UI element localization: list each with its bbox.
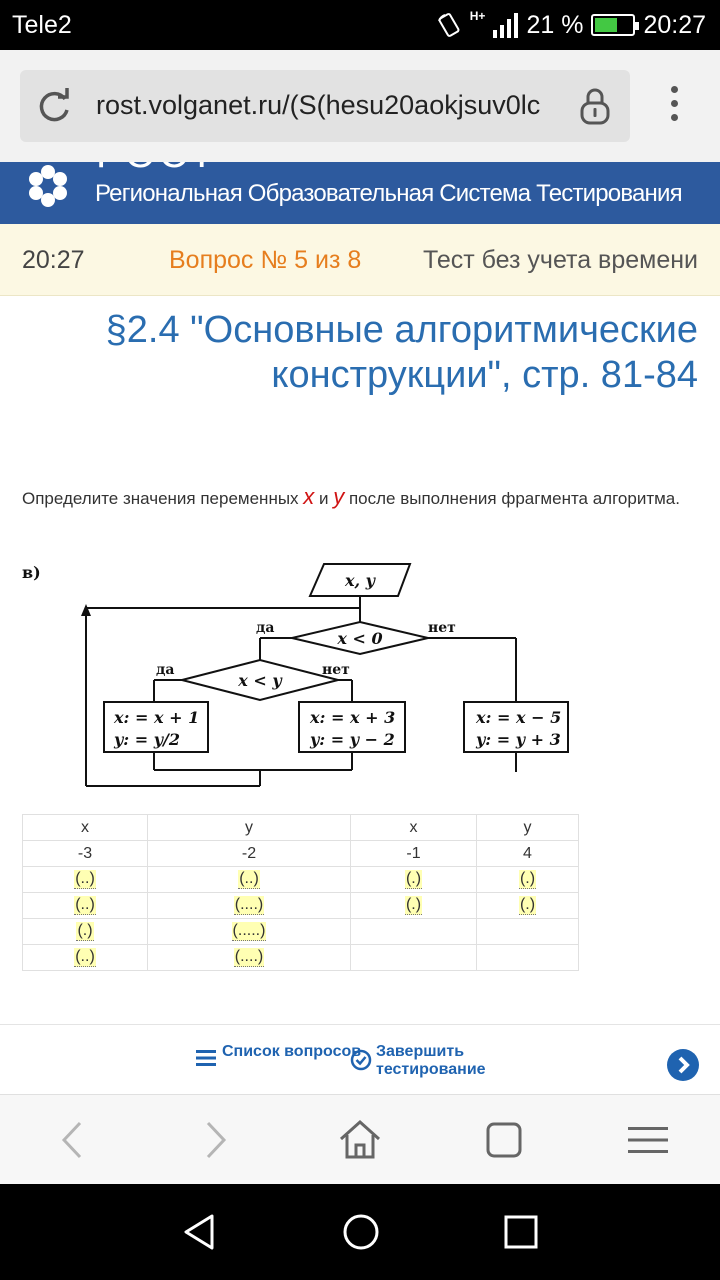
- system-recents-icon[interactable]: [501, 1212, 541, 1252]
- rotation-lock-icon: [437, 13, 460, 37]
- test-footer: Список вопросов Завершить тестирование: [0, 1024, 720, 1094]
- flowchart-yes-inner: да: [156, 662, 174, 678]
- answer-table: x y x y -3 -2 -1 4 (..) (..) (.) (.) (..…: [22, 814, 579, 971]
- url-text[interactable]: rost.volganet.ru/(S(hesu20aokjsuv0lc: [96, 90, 541, 120]
- test-mode: Тест без учета времени: [422, 246, 698, 274]
- logo-flower-icon: [29, 165, 67, 207]
- table-header: y: [476, 814, 579, 841]
- block-right-line1: x: = x − 5: [475, 708, 561, 727]
- answer-input[interactable]: (....): [233, 896, 265, 915]
- question-list-button[interactable]: Список вопросов: [196, 1043, 372, 1066]
- block-left-line1: x: = x + 1: [113, 708, 199, 727]
- flowchart-no-inner: нет: [322, 662, 350, 678]
- flowchart-yes-outer: да: [256, 620, 274, 636]
- system-home-icon[interactable]: [341, 1212, 381, 1252]
- table-cell: -1: [350, 840, 477, 867]
- network-type: H+: [469, 9, 486, 23]
- system-back-icon[interactable]: [180, 1212, 220, 1252]
- table-header: x: [22, 814, 148, 841]
- flowchart-no-outer: нет: [428, 620, 456, 636]
- answer-input[interactable]: (.): [404, 896, 423, 915]
- algorithm-flowchart: в) x, y x < 0 x < y да нет да нет x: = x…: [20, 550, 600, 794]
- table-header: x: [350, 814, 477, 841]
- answer-input[interactable]: (.): [404, 870, 423, 889]
- question-text: Определите значения переменных x и y пос…: [22, 484, 680, 509]
- forward-icon[interactable]: [192, 1117, 238, 1163]
- block-middle-line2: y: = y − 2: [309, 730, 395, 749]
- finish-test-label: Завершить тестирование: [376, 1043, 486, 1078]
- answer-input[interactable]: (..): [74, 948, 96, 967]
- table-cell-empty: [350, 944, 477, 971]
- clock: 20:27: [643, 10, 706, 39]
- table-row-initial: -3 -2 -1 4: [22, 840, 579, 867]
- section-title: §2.4 "Основные алгоритмические конструкц…: [105, 309, 698, 396]
- table-header: y: [147, 814, 351, 841]
- check-circle-icon: [350, 1049, 372, 1071]
- variable-y: y: [333, 484, 345, 509]
- home-icon[interactable]: [337, 1117, 383, 1163]
- battery-percent: 21 %: [526, 10, 584, 39]
- table-cell-empty: [476, 944, 579, 971]
- table-cell-empty: [476, 918, 579, 945]
- table-cell: -3: [22, 840, 148, 867]
- system-navigation-bar: [0, 1184, 720, 1280]
- block-middle-line1: x: = x + 3: [309, 708, 395, 727]
- block-left-line2: y: = y/2: [113, 730, 180, 749]
- elapsed-time: 20:27: [22, 246, 85, 274]
- flowchart-inner-condition: x < y: [237, 671, 283, 690]
- status-icons: H+ 21 % 20:27: [436, 9, 706, 41]
- more-vert-icon[interactable]: [664, 86, 684, 130]
- site-subtitle: Региональная Образовательная Система Тес…: [95, 180, 683, 207]
- answer-input[interactable]: (..): [74, 870, 96, 889]
- next-question-button[interactable]: [667, 1049, 699, 1081]
- table-cell: 4: [476, 840, 579, 867]
- lock-icon[interactable]: [578, 86, 612, 126]
- table-header-row: x y x y: [22, 814, 579, 841]
- reload-icon[interactable]: [34, 86, 74, 126]
- chevron-right-icon: [678, 1056, 690, 1074]
- table-cell: -2: [147, 840, 351, 867]
- flowchart-label: в): [22, 563, 41, 582]
- browser-bottom-bar: [0, 1094, 720, 1184]
- question-list-label: Список вопросов: [222, 1043, 362, 1060]
- finish-test-button[interactable]: Завершить тестирование: [350, 1043, 526, 1079]
- answer-input[interactable]: (..): [74, 896, 96, 915]
- variable-x: x: [303, 484, 315, 509]
- table-cell-empty: [350, 918, 477, 945]
- table-row: (..) (....) (.) (.): [22, 892, 579, 919]
- menu-icon[interactable]: [625, 1117, 671, 1163]
- back-icon[interactable]: [50, 1117, 96, 1163]
- table-row: (..) (..) (.) (.): [22, 866, 579, 893]
- answer-input[interactable]: (.): [518, 896, 537, 915]
- site-header: РОСТ Региональная Образовательная Систем…: [0, 162, 720, 224]
- answer-input[interactable]: (.): [518, 870, 537, 889]
- tabs-icon[interactable]: [481, 1117, 527, 1163]
- address-bar[interactable]: rost.volganet.ru/(S(hesu20aokjsuv0lc: [20, 70, 630, 142]
- test-info-bar: 20:27 Вопрос № 5 из 8 Тест без учета вре…: [0, 224, 720, 296]
- answer-input[interactable]: (....): [233, 948, 265, 967]
- flowchart-outer-condition: x < 0: [336, 629, 382, 648]
- carrier-name: Tele2: [12, 11, 72, 39]
- answer-input[interactable]: (.): [76, 922, 94, 941]
- browser-toolbar: rost.volganet.ru/(S(hesu20aokjsuv0lc: [0, 50, 720, 162]
- answer-input[interactable]: (..): [238, 870, 260, 889]
- table-row: (..) (....): [22, 944, 579, 971]
- answer-input[interactable]: (.....): [231, 922, 267, 941]
- signal-icon: [493, 12, 519, 38]
- flowchart-svg: в) x, y x < 0 x < y да нет да нет x: = x…: [22, 563, 569, 787]
- flowchart-input: x, y: [344, 571, 377, 590]
- question-counter: Вопрос № 5 из 8: [169, 246, 362, 274]
- status-bar: Tele2 H+ 21 % 20:27: [0, 0, 720, 50]
- battery-icon: [591, 14, 640, 36]
- site-logo-text: РОСТ: [96, 162, 217, 177]
- table-row: (.) (.....): [22, 918, 579, 945]
- list-icon: [196, 1050, 216, 1066]
- block-right-line2: y: = y + 3: [475, 730, 561, 749]
